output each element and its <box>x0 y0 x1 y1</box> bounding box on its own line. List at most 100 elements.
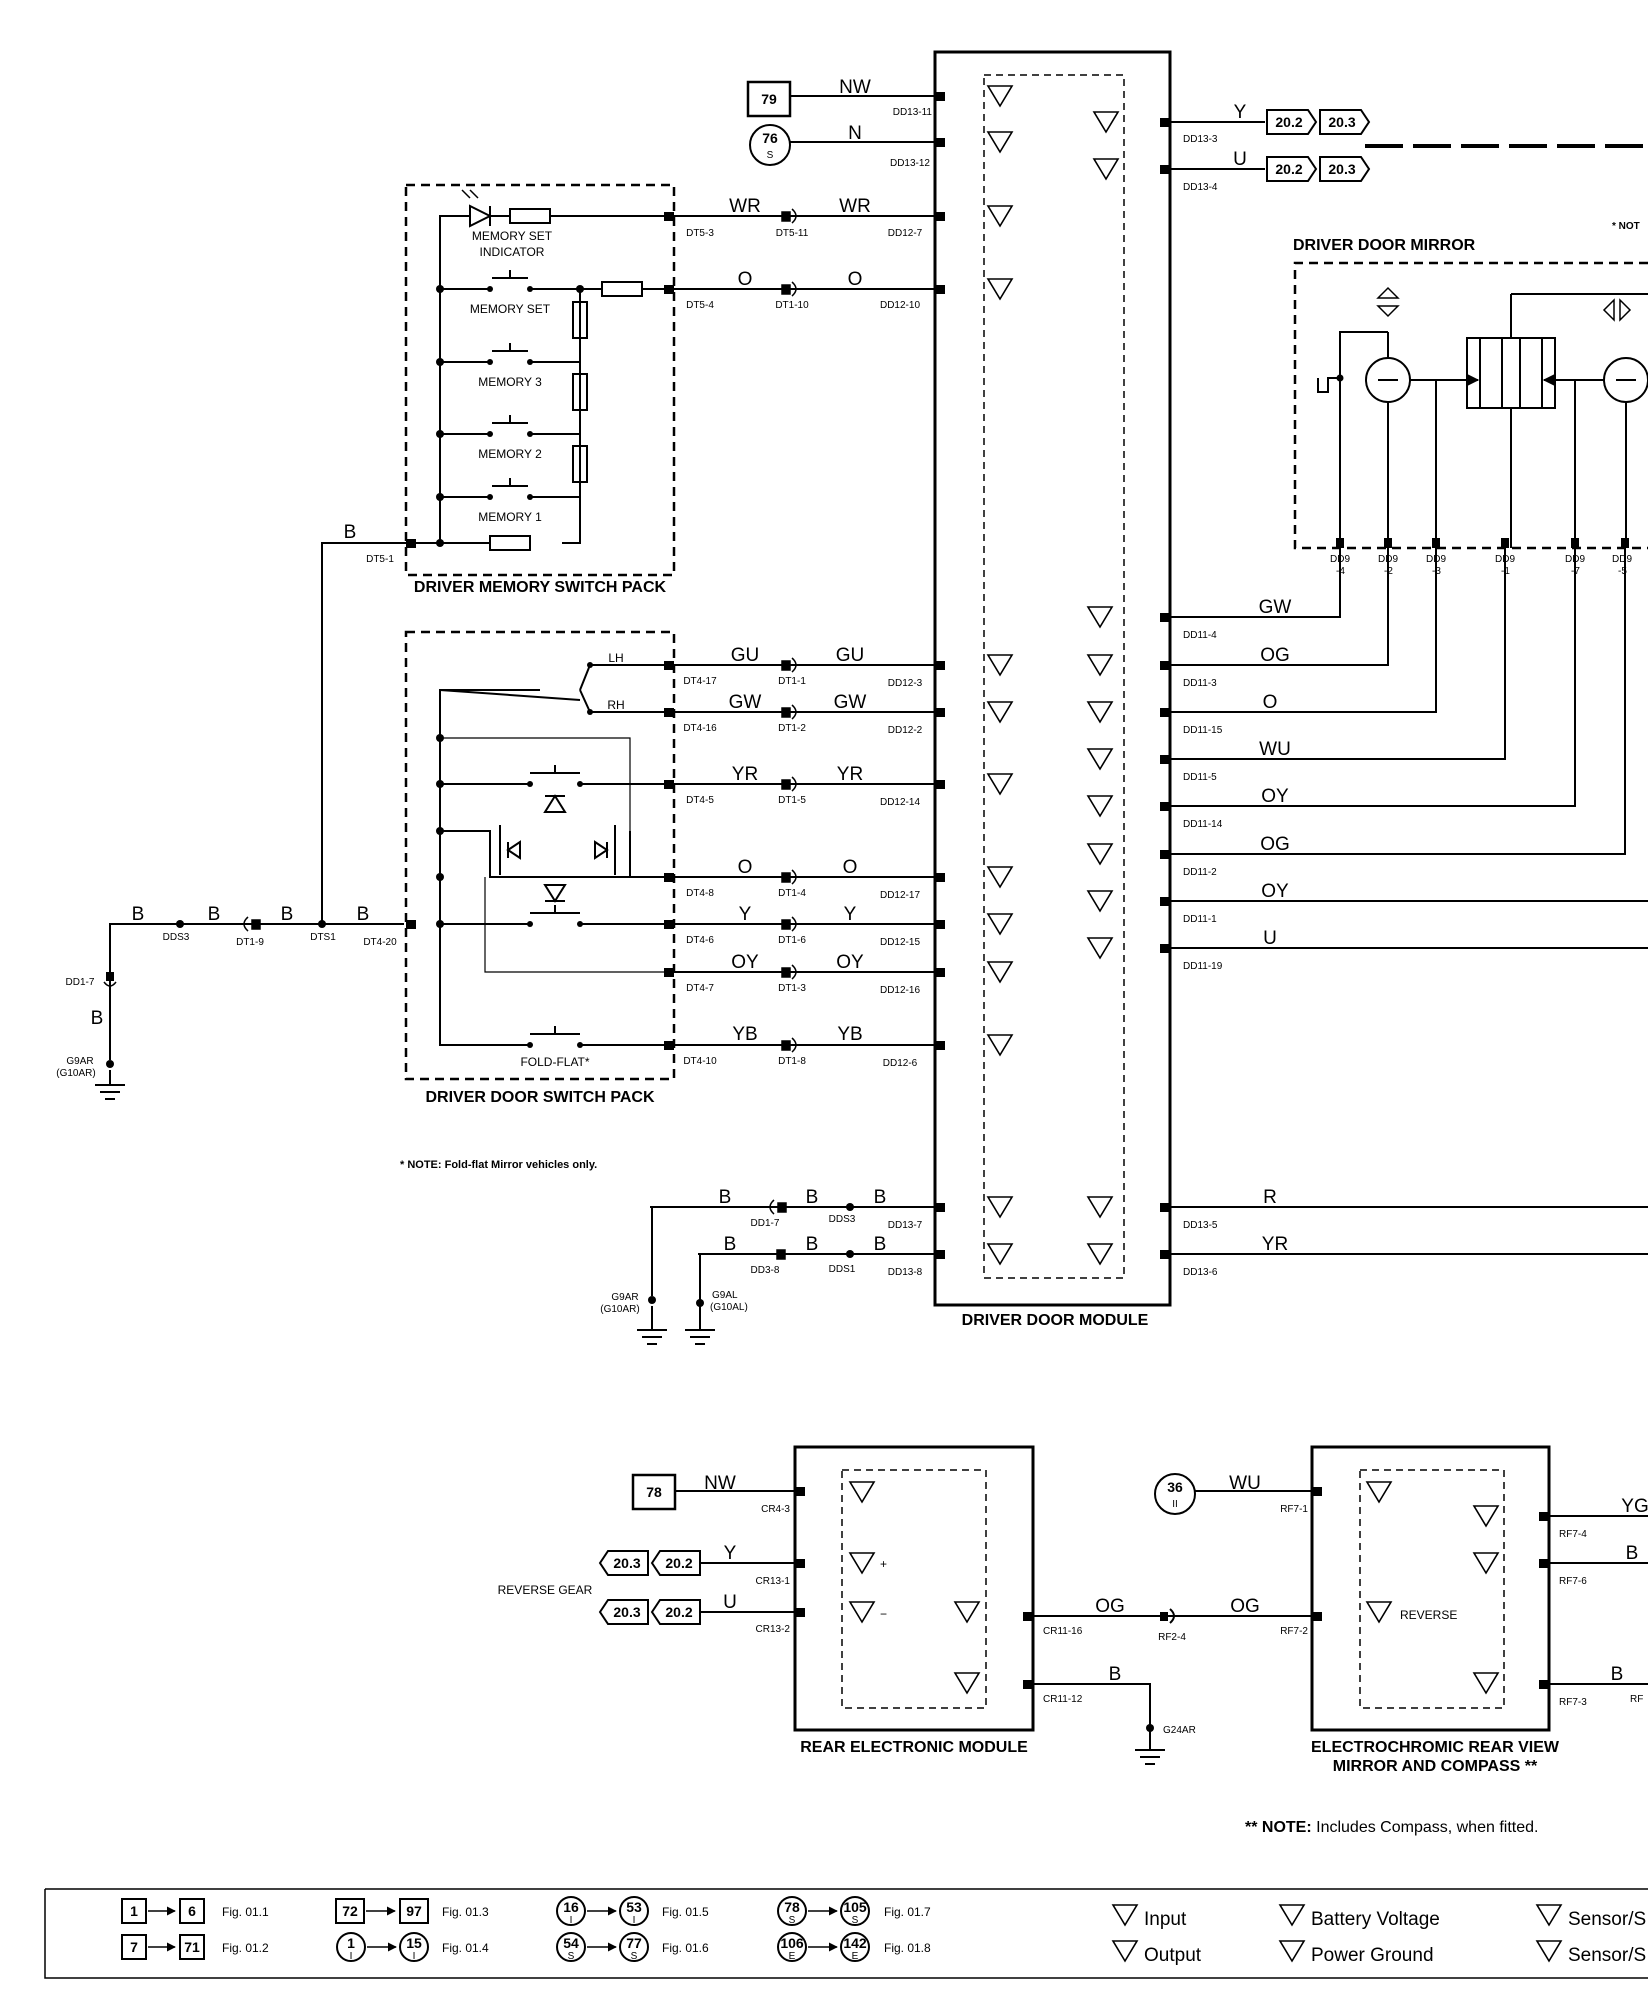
svg-text:MEMORY SET: MEMORY SET <box>472 229 553 243</box>
svg-text:20.2: 20.2 <box>1275 114 1302 130</box>
svg-text:YR: YR <box>837 764 863 785</box>
svg-text:CR11-12: CR11-12 <box>1043 1694 1083 1705</box>
svg-text:OG: OG <box>1260 645 1290 666</box>
svg-text:O: O <box>843 857 858 878</box>
svg-text:CR13-2: CR13-2 <box>756 1624 791 1635</box>
door-switch-pack-title: DRIVER DOOR SWITCH PACK <box>425 1089 654 1106</box>
svg-text:U: U <box>723 1592 737 1613</box>
svg-text:DT5-1: DT5-1 <box>366 554 394 565</box>
legend: 1 6 Fig. 01.1 7 71 Fig. 01.2 72 97 Fig. … <box>44 1888 1648 1979</box>
svg-text:20.3: 20.3 <box>1328 161 1355 177</box>
driver-door-mirror-title: DRIVER DOOR MIRROR <box>1293 237 1476 254</box>
svg-text:RF7-2: RF7-2 <box>1280 1626 1308 1637</box>
svg-text:I: I <box>633 1915 636 1926</box>
svg-text:RH: RH <box>607 698 624 712</box>
svg-text:DT1-8: DT1-8 <box>778 1056 806 1067</box>
svg-text:DD12-3: DD12-3 <box>888 678 923 689</box>
svg-text:-1: -1 <box>1501 566 1510 577</box>
svg-text:DT4-6: DT4-6 <box>686 935 714 946</box>
svg-text:E: E <box>852 1951 859 1962</box>
svg-text:Fig. 01.8: Fig. 01.8 <box>884 1941 931 1955</box>
svg-text:78: 78 <box>784 1899 800 1915</box>
svg-text:B: B <box>806 1234 819 1255</box>
svg-text:O: O <box>738 857 753 878</box>
svg-text:I: I <box>570 1915 573 1926</box>
svg-text:DD13-12: DD13-12 <box>890 158 930 169</box>
ddm-right-output-wires <box>1170 548 1648 1255</box>
svg-text:G9AR: G9AR <box>611 1292 638 1303</box>
svg-text:DD12-16: DD12-16 <box>880 985 920 996</box>
svg-text:20.3: 20.3 <box>1328 114 1355 130</box>
inline-connectors <box>243 208 797 1260</box>
svg-text:54: 54 <box>563 1935 579 1951</box>
rear-electronic-module: REAR ELECTRONIC MODULE + − <box>793 1445 1035 1756</box>
ddm-left-wire-labels: NW N WR WR O O GU GU GW GW YR YR O O Y Y… <box>719 77 887 1255</box>
ref-arrows-rem <box>598 1550 701 1625</box>
svg-text:WR: WR <box>839 196 871 217</box>
svg-text:DD11-3: DD11-3 <box>1183 678 1217 689</box>
svg-text:S: S <box>631 1951 638 1962</box>
svg-text:DT5-3: DT5-3 <box>686 228 714 239</box>
svg-text:Fig. 01.4: Fig. 01.4 <box>442 1941 489 1955</box>
svg-text:DD13-11: DD13-11 <box>893 107 933 118</box>
svg-text:DD13-4: DD13-4 <box>1183 182 1218 193</box>
svg-text:DD9: DD9 <box>1426 554 1446 565</box>
compass-note: ** NOTE: Includes Compass, when fitted. <box>1245 1819 1538 1836</box>
svg-text:DD11-15: DD11-15 <box>1183 725 1223 736</box>
svg-text:GU: GU <box>836 645 865 666</box>
svg-text:B: B <box>719 1187 732 1208</box>
svg-text:DD13-3: DD13-3 <box>1183 134 1218 145</box>
svg-text:DT1-3: DT1-3 <box>778 983 806 994</box>
ddm-right-top-labels: Y U DD13-3 DD13-4 <box>1183 102 1247 193</box>
svg-text:LH: LH <box>608 651 623 665</box>
svg-text:OG: OG <box>1230 1596 1260 1617</box>
svg-text:77: 77 <box>626 1935 642 1951</box>
rem-wires <box>675 1490 1312 1765</box>
svg-text:DD9: DD9 <box>1378 554 1398 565</box>
svg-text:(G10AR): (G10AR) <box>600 1304 639 1315</box>
svg-text:B: B <box>1626 1543 1639 1564</box>
ec-labels: WU YG B B RF7-1 RF7-2 RF7-4 RF7-6 RF7-3 … <box>1229 1473 1648 1708</box>
svg-text:OG: OG <box>1095 1596 1125 1617</box>
svg-text:DT4-17: DT4-17 <box>683 676 717 687</box>
svg-text:-3: -3 <box>1432 566 1441 577</box>
svg-text:GW: GW <box>1259 597 1292 618</box>
svg-text:DT4-5: DT4-5 <box>686 795 714 806</box>
svg-text:36: 36 <box>1167 1479 1183 1495</box>
svg-text:YG: YG <box>1621 1496 1648 1517</box>
svg-text:II: II <box>1172 1499 1178 1510</box>
svg-text:CR13-1: CR13-1 <box>756 1576 791 1587</box>
svg-text:53: 53 <box>626 1899 642 1915</box>
svg-text:+: + <box>880 1557 887 1571</box>
svg-text:CR4-3: CR4-3 <box>761 1504 790 1515</box>
svg-text:B: B <box>1611 1664 1624 1685</box>
svg-text:DT1-9: DT1-9 <box>236 937 264 948</box>
rear-electronic-module-title: REAR ELECTRONIC MODULE <box>800 1739 1028 1756</box>
legend-output: Output <box>1144 1945 1202 1966</box>
svg-text:Fig. 01.1: Fig. 01.1 <box>222 1905 269 1919</box>
svg-text:DD12-14: DD12-14 <box>880 797 920 808</box>
svg-text:GU: GU <box>731 645 760 666</box>
svg-text:B: B <box>806 1187 819 1208</box>
svg-text:-2: -2 <box>1384 566 1393 577</box>
svg-text:S: S <box>852 1915 859 1926</box>
svg-text:REVERSE GEAR: REVERSE GEAR <box>498 1583 593 1597</box>
svg-text:6: 6 <box>188 1903 196 1919</box>
svg-text:DD9: DD9 <box>1565 554 1585 565</box>
svg-text:FOLD-FLAT*: FOLD-FLAT* <box>520 1055 589 1069</box>
svg-text:CR11-16: CR11-16 <box>1043 1626 1083 1637</box>
legend-battery-voltage: Battery Voltage <box>1311 1909 1440 1930</box>
svg-text:OY: OY <box>1261 881 1289 902</box>
svg-text:DD11-5: DD11-5 <box>1183 772 1217 783</box>
svg-text:DD3-8: DD3-8 <box>751 1265 780 1276</box>
svg-text:20.2: 20.2 <box>665 1555 692 1571</box>
svg-text:DD13-5: DD13-5 <box>1183 1220 1218 1231</box>
legend-power-ground: Power Ground <box>1311 1945 1434 1966</box>
ddm-ground-wires <box>637 1206 778 1345</box>
svg-text:20.2: 20.2 <box>665 1604 692 1620</box>
svg-text:OY: OY <box>836 952 864 973</box>
svg-text:DT1-2: DT1-2 <box>778 723 806 734</box>
svg-text:O: O <box>848 269 863 290</box>
svg-text:Fig. 01.2: Fig. 01.2 <box>222 1941 269 1955</box>
ref-arrow-labels-top: 20.2 20.3 20.2 20.3 <box>1275 114 1355 177</box>
